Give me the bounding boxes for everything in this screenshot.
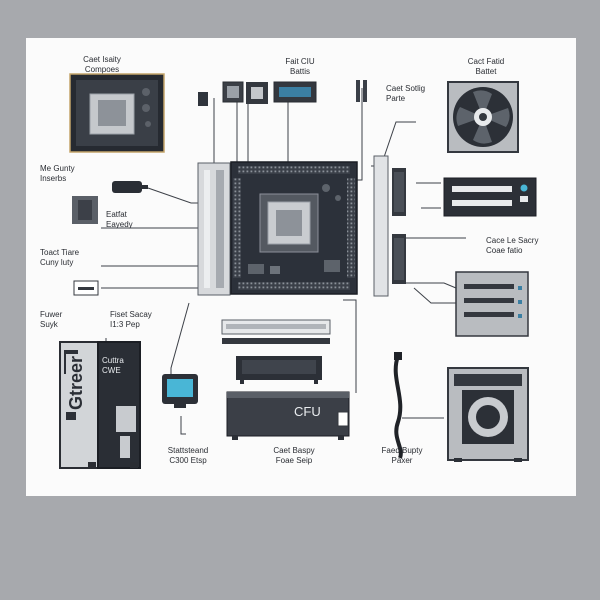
label-bottom-right: Faed Bupty Paxer xyxy=(381,446,423,465)
right-brackets xyxy=(373,155,406,297)
processor-module xyxy=(69,73,165,153)
mounting-rails xyxy=(221,319,331,384)
small-chips xyxy=(198,80,367,106)
label-processor-module: Caet Isaity Compoes xyxy=(83,55,121,74)
component-diagram xyxy=(59,73,537,469)
case-fan xyxy=(447,81,519,153)
label-psu-right: Fiset Sacay I1:3 Pep xyxy=(110,310,152,329)
motherboard xyxy=(230,161,358,295)
cable xyxy=(393,352,403,459)
label-bottom-left: Stattsteand C300 Etsp xyxy=(167,446,209,465)
left-components xyxy=(72,181,148,296)
label-bottom-mid: Caet Baspy Foae Seip xyxy=(273,446,315,465)
label-case-fan: Cact Fatid Battet xyxy=(467,57,505,76)
label-left-1: Me Gunty Inserbs xyxy=(40,164,75,183)
cpu-device xyxy=(226,391,350,440)
label-left-3: Toact Tiare Cuny luty xyxy=(40,248,80,267)
psu-sub-text: Cuttra CWE xyxy=(102,356,124,375)
label-top-mid: Fait CIU Battis xyxy=(285,57,315,76)
label-psu-left: Fuwer Suyk xyxy=(40,310,63,329)
label-top-right-small: Caet Sotlig Parte xyxy=(386,84,426,103)
expansion-card xyxy=(443,177,537,217)
diagram-canvas: Caet Isaity Compoes Fait CIU Battis Caet… xyxy=(26,38,576,496)
drive-bay xyxy=(455,271,529,337)
board-bracket xyxy=(197,162,231,296)
small-display xyxy=(162,374,198,408)
psu-fan-box xyxy=(447,367,529,462)
label-left-2: Eatfat Eayedy xyxy=(106,210,133,229)
label-right-mid: Cace Le Sacry Coae fatio xyxy=(486,236,539,255)
psu-brand-text: Gtreer xyxy=(66,353,87,412)
cpu-device-text: CFU xyxy=(294,404,321,419)
